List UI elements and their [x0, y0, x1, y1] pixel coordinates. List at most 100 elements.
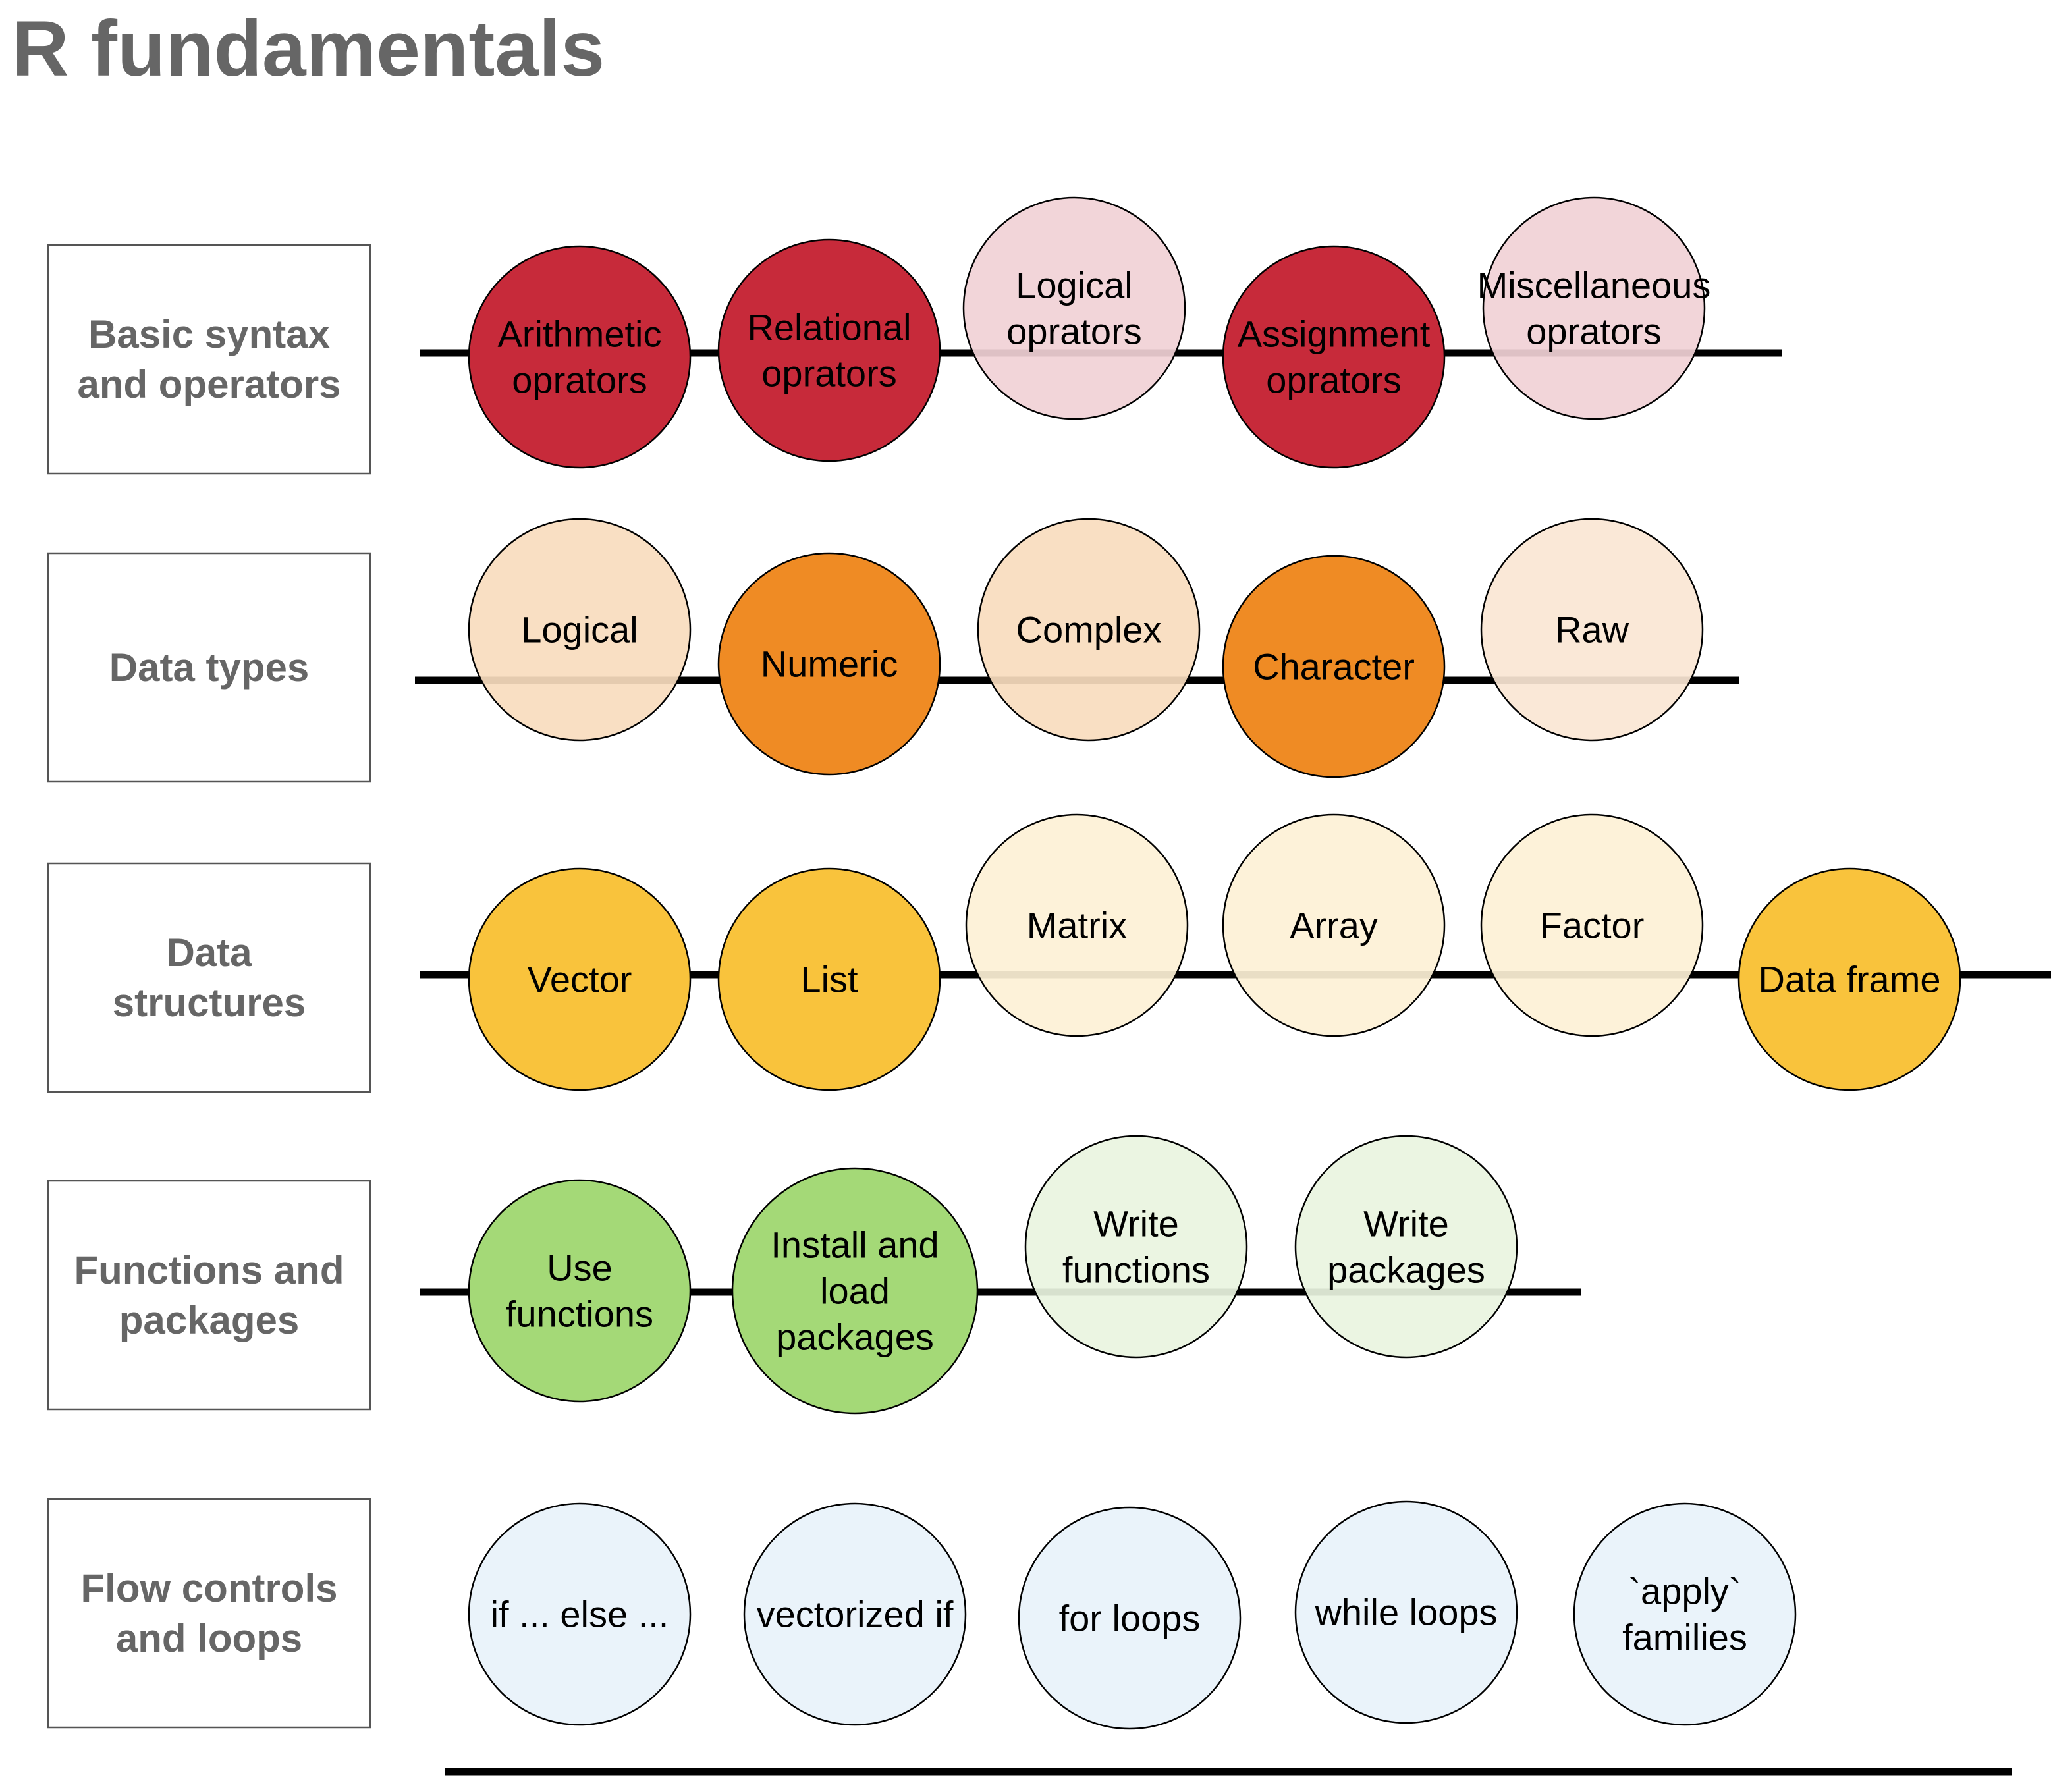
topic-node: Complex — [977, 518, 1201, 742]
topic-node-label-line-1: Arithmetic — [498, 313, 662, 355]
topic-node-label-line-1: if ... else ... — [491, 1594, 669, 1635]
row-header-label-line-2: packages — [119, 1298, 300, 1342]
page-title: R fundamentals — [12, 5, 605, 93]
topic-node-label-line-1: Data frame — [1759, 959, 1941, 1000]
topic-node-label-line-2: oprators — [512, 360, 647, 401]
row-header-label-line-2: structures — [113, 981, 306, 1025]
topic-node-label-line-2: packages — [1327, 1249, 1485, 1291]
topic-node: Vector — [468, 867, 692, 1091]
topic-node-circle — [468, 1502, 692, 1726]
topic-node: Factor — [1480, 813, 1704, 1037]
topic-node-circle — [1024, 1135, 1248, 1359]
topic-node-label-line-2: functions — [1062, 1249, 1210, 1291]
topic-node-circle — [1294, 1500, 1518, 1724]
topic-node: Assignment oprators — [1222, 245, 1446, 469]
topic-node-label-line-1: Numeric — [761, 643, 898, 685]
topic-node-circle — [468, 867, 692, 1091]
topic-node: Logical — [468, 518, 692, 742]
topic-node-label-line-1: Logical — [521, 609, 638, 651]
row-header-label-line-1: Flow controls — [81, 1566, 338, 1610]
topic-node-circle — [1018, 1506, 1242, 1730]
topic-node-label-line-1: Miscellaneous — [1477, 265, 1711, 306]
topic-node: `apply` families — [1573, 1502, 1797, 1726]
topic-node-circle — [1573, 1502, 1797, 1726]
topic-node-label-line-1: Write — [1093, 1203, 1179, 1245]
topic-node: List — [717, 867, 941, 1091]
topic-node-label-line-1: Assignment — [1238, 313, 1431, 355]
topic-node-label-line-1: Raw — [1555, 609, 1629, 651]
topic-node: Relational oprators — [717, 238, 941, 462]
topic-node-label-line-2: load — [820, 1270, 890, 1312]
topic-node: Character — [1222, 555, 1446, 778]
row-header-label-line-2: and loops — [116, 1616, 302, 1660]
row-header-box — [47, 1498, 371, 1729]
topic-node-label-line-1: for loops — [1059, 1598, 1201, 1639]
topic-node: Numeric — [717, 552, 941, 776]
topic-node-label-line-1: Logical — [1016, 265, 1132, 306]
topic-node-circle — [1222, 813, 1446, 1037]
row-header-box — [47, 244, 371, 475]
topic-node: for loops — [1018, 1506, 1242, 1730]
topic-node-circle — [1294, 1135, 1518, 1359]
topic-node-label-line-1: Factor — [1540, 905, 1645, 946]
topic-node-circle — [965, 813, 1189, 1037]
topic-node-circle — [1482, 196, 1706, 420]
topic-node-circle — [743, 1502, 967, 1726]
topic-node-label-line-1: Array — [1290, 905, 1378, 946]
topic-node-circle — [977, 518, 1201, 742]
row-header-label-line-1: Data types — [109, 645, 309, 690]
topic-node-label-line-2: oprators — [761, 353, 896, 394]
topic-node-circle — [717, 238, 941, 462]
row-header-box — [47, 552, 371, 783]
topic-node-label-line-1: Use — [547, 1247, 613, 1289]
topic-node-label-line-3: packages — [776, 1317, 934, 1358]
row-header-label-line-1: Basic syntax — [88, 312, 330, 356]
topic-node: vectorized if — [743, 1502, 967, 1726]
topic-node-label-line-1: Character — [1253, 646, 1415, 688]
row-header-box — [47, 862, 371, 1093]
topic-node-circle — [1222, 245, 1446, 469]
topic-node-label-line-2: oprators — [1006, 311, 1141, 352]
topic-node-label-line-1: `apply` — [1628, 1571, 1741, 1612]
topic-node-circle — [468, 518, 692, 742]
topic-node: Arithmetic oprators — [468, 245, 692, 469]
topic-node-label-line-1: while loops — [1314, 1592, 1497, 1633]
topic-node-label-line-2: families — [1622, 1617, 1747, 1658]
topic-node-label-line-1: Install and — [771, 1224, 939, 1266]
topic-node-circle — [1480, 813, 1704, 1037]
topic-node-circle — [962, 196, 1186, 420]
topic-node-label-line-2: oprators — [1266, 360, 1401, 401]
topic-node-label-line-1: List — [800, 959, 858, 1000]
topic-node-label-line-1: Complex — [1016, 609, 1162, 651]
topic-node: while loops — [1294, 1500, 1518, 1724]
topic-node: Array — [1222, 813, 1446, 1037]
row-header-label-line-2: and operators — [77, 362, 341, 406]
row-1: Basic syntax and operators Arithmetic oprat… — [47, 196, 1782, 475]
topic-node-circle — [1737, 867, 1961, 1091]
topic-node-label-line-1: Relational — [747, 307, 911, 348]
topic-node: Miscellaneous oprators — [1477, 196, 1711, 420]
row-header-label-line-1: Functions and — [74, 1248, 344, 1292]
row-4: Functions andpackagesUsefunctionsInstall… — [47, 1135, 1581, 1415]
topic-node-circle — [717, 867, 941, 1091]
topic-node-circle — [468, 245, 692, 469]
topic-node: if ... else ... — [468, 1502, 692, 1726]
row-3: Data structures Vector List Matrix Array Facto… — [47, 813, 2051, 1093]
topic-node-circle — [731, 1167, 979, 1415]
topic-node-label-line-1: Write — [1363, 1203, 1449, 1245]
topic-node-label-line-2: oprators — [1526, 311, 1661, 352]
row-5: Flow controls and loops if ... else ... vec… — [47, 1498, 2012, 1776]
topic-node-label-line-2: functions — [506, 1293, 653, 1335]
topic-node-circle — [468, 1179, 692, 1403]
topic-node-circle — [1222, 555, 1446, 778]
topic-node: Raw — [1480, 518, 1704, 742]
row-header-label-line-1: Data — [166, 931, 252, 975]
topic-node-label-line-1: Vector — [528, 959, 632, 1000]
topic-node-label-line-1: Matrix — [1027, 905, 1127, 946]
